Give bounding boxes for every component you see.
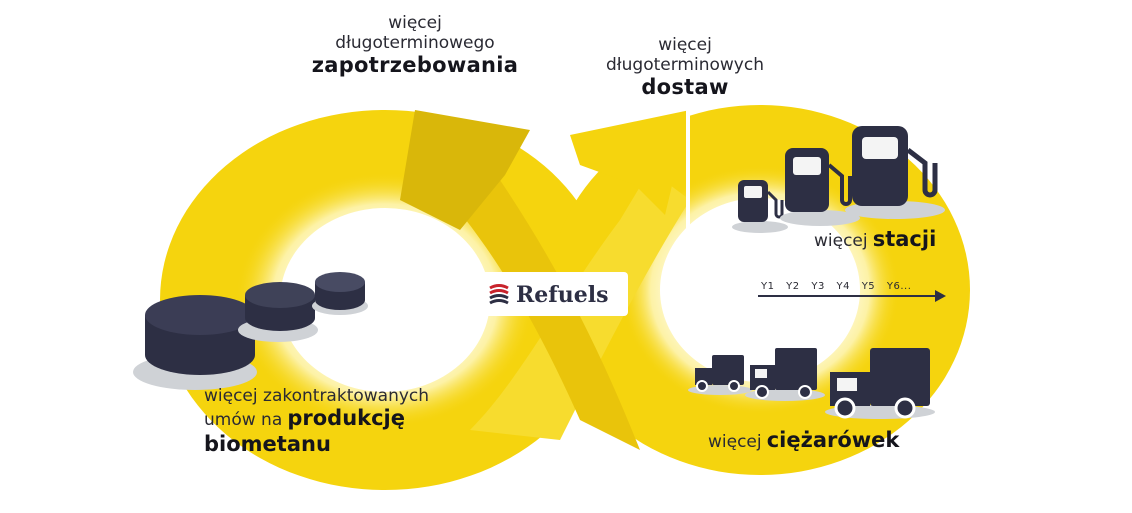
timeline-tick: Y3 bbox=[811, 281, 825, 292]
truck-icon bbox=[688, 348, 935, 419]
contracts-label-line2-thin: umów na bbox=[204, 410, 283, 431]
timeline-tick: Y1 bbox=[761, 281, 775, 292]
stations-label-thin: więcej bbox=[814, 231, 868, 251]
timeline-tick: Y4 bbox=[836, 281, 850, 292]
trucks-label-thin: więcej bbox=[708, 432, 762, 452]
timeline-arrow-icon bbox=[758, 290, 946, 302]
supply-label-line1: więcej bbox=[658, 35, 712, 55]
contracts-label-line1: więcej zakontraktowanych bbox=[204, 386, 430, 406]
fuel-pump-icon bbox=[732, 126, 945, 233]
contracts-label: więcej zakontraktowanych umów na produkc… bbox=[204, 386, 429, 457]
timeline-tick: Y2 bbox=[786, 281, 800, 292]
trucks-label-bold: ciężarówek bbox=[766, 428, 900, 452]
demand-label-line1: więcej bbox=[388, 13, 442, 33]
demand-arrow-head bbox=[400, 110, 530, 230]
timeline-tick: Y5 bbox=[861, 281, 876, 292]
stations-label: więcej stacji bbox=[814, 227, 936, 252]
contracts-label-line3-bold: biometanu bbox=[204, 431, 331, 456]
demand-label: więcej długoterminowego zapotrzebowania bbox=[300, 13, 530, 78]
supply-label-line2: długoterminowych bbox=[606, 54, 764, 75]
refuels-brand: Refuels bbox=[488, 282, 608, 308]
supply-label-bold: dostaw bbox=[641, 75, 729, 100]
stations-label-bold: stacji bbox=[872, 227, 937, 251]
supply-arrow-head bbox=[570, 110, 690, 215]
brand-name: Refuels bbox=[516, 282, 609, 308]
trucks-label: więcej ciężarówek bbox=[708, 428, 899, 453]
refuels-logo-icon bbox=[489, 284, 509, 305]
timeline-tick: Y6... bbox=[886, 281, 912, 292]
biomethane-tank-icon bbox=[133, 272, 368, 390]
timeline-tick-labels: Y1 Y2 Y3 Y4 Y5 Y6... bbox=[761, 281, 919, 292]
demand-label-line2: długoterminowego bbox=[335, 32, 495, 53]
supply-label: więcej długoterminowych dostaw bbox=[585, 35, 785, 100]
contracts-label-line2-bold: produkcję bbox=[287, 406, 405, 431]
demand-label-bold: zapotrzebowania bbox=[311, 53, 519, 78]
